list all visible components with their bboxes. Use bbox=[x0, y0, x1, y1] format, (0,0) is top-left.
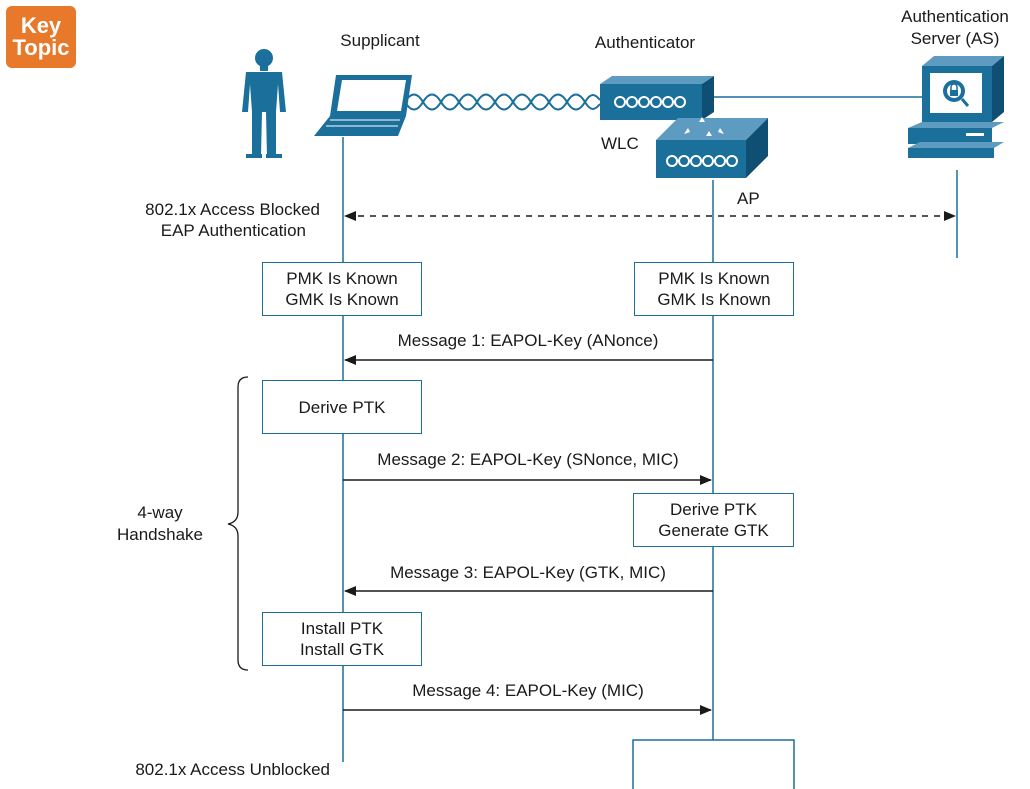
supplicant-derive-ptk-box: Derive PTK bbox=[262, 380, 422, 434]
wlc-icon bbox=[600, 76, 714, 120]
final-partial-box bbox=[632, 739, 795, 789]
as-label-line1: Authentication bbox=[901, 7, 1009, 26]
server-icon bbox=[908, 56, 1004, 158]
message-1-label: Message 1: EAPOL-Key (ANonce) bbox=[397, 331, 659, 350]
eap-arrow-right-head bbox=[944, 211, 956, 221]
authenticator-gmk-text: GMK Is Known bbox=[657, 290, 771, 309]
supplicant-label: Supplicant bbox=[340, 31, 420, 50]
install-gtk-text: Install GTK bbox=[299, 640, 385, 659]
authenticator-derive-box: Derive PTK Generate GTK bbox=[633, 493, 794, 547]
wireless-wave-icon bbox=[404, 93, 601, 111]
eap-arrow-left-head bbox=[344, 211, 356, 221]
handshake-brace bbox=[227, 376, 249, 671]
message-4-label: Message 4: EAPOL-Key (MIC) bbox=[412, 681, 644, 700]
person-icon bbox=[242, 49, 286, 158]
handshake-label-line2: Handshake bbox=[116, 525, 203, 544]
badge-line1: Key bbox=[20, 13, 62, 38]
message-3-label: Message 3: EAPOL-Key (GTK, MIC) bbox=[390, 563, 666, 582]
access-blocked-label: 802.1x Access Blocked bbox=[145, 200, 320, 219]
badge-line2: Topic bbox=[12, 35, 70, 60]
supplicant-pmk-text: PMK Is Known bbox=[286, 269, 398, 288]
access-point-icon bbox=[656, 117, 768, 178]
install-ptk-text: Install PTK bbox=[300, 619, 384, 638]
derive-ptk-text: Derive PTK bbox=[298, 397, 386, 417]
wlc-label: WLC bbox=[601, 134, 639, 153]
access-unblocked-label: 802.1x Access Unblocked bbox=[135, 760, 330, 779]
message-2-label: Message 2: EAPOL-Key (SNonce, MIC) bbox=[377, 450, 679, 469]
key-topic-badge: Key Topic bbox=[6, 6, 76, 68]
ap-label: AP bbox=[737, 189, 760, 208]
authenticator-pmk-text: PMK Is Known bbox=[658, 269, 770, 288]
authenticator-label: Authenticator bbox=[594, 33, 696, 52]
supplicant-install-box: Install PTK Install GTK bbox=[262, 612, 422, 666]
handshake-label-line1: 4-way bbox=[137, 503, 183, 522]
auth-derive-ptk-text: Derive PTK bbox=[670, 500, 757, 519]
laptop-icon bbox=[314, 75, 412, 136]
supplicant-gmk-text: GMK Is Known bbox=[285, 290, 399, 309]
generate-gtk-text: Generate GTK bbox=[658, 521, 769, 540]
eap-auth-label: EAP Authentication bbox=[160, 221, 306, 240]
supplicant-keys-known-box: PMK Is Known GMK Is Known bbox=[262, 262, 422, 316]
authenticator-keys-known-box: PMK Is Known GMK Is Known bbox=[634, 262, 794, 316]
as-label-line2: Server (AS) bbox=[910, 29, 1000, 48]
